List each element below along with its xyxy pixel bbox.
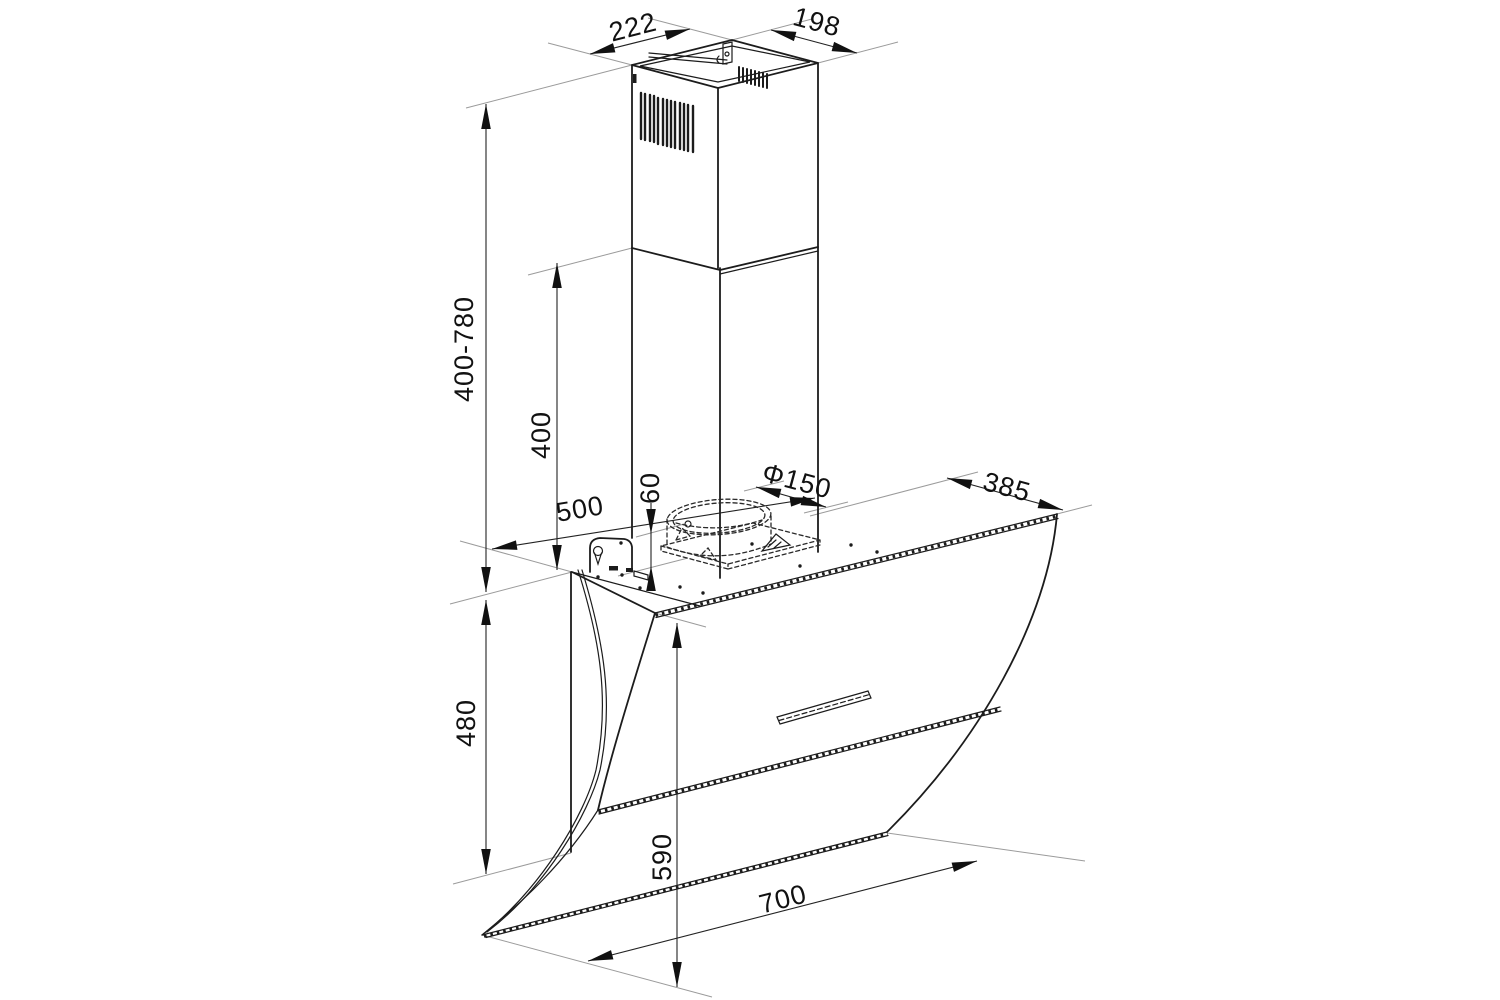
dim-label-body-height: 480	[451, 699, 481, 747]
chimney-inner-vent-slots	[738, 66, 768, 89]
wall-mounting-bracket	[589, 537, 649, 581]
dimension-arrowheads	[481, 29, 1063, 987]
chimney-latch	[633, 74, 637, 83]
chimney-inner-bracket	[648, 41, 733, 65]
chimney-vent-slots	[639, 91, 695, 154]
dim-label-mounting-height-range: 400-780	[449, 296, 479, 402]
glass-bottom-edge	[481, 831, 889, 939]
dim-label-chimney-top-width: 222	[606, 6, 660, 47]
control-panel-strip	[776, 690, 872, 725]
extension-lines	[449, 17, 1093, 998]
dim-label-glass-top-depth: 385	[980, 466, 1034, 507]
dim-label-hood-width: 700	[756, 878, 810, 919]
keyhole-slot	[592, 545, 604, 557]
dim-label-lower-chimney-height: 400	[526, 411, 556, 459]
hood-body	[570, 542, 879, 853]
dim-label-chimney-top-depth: 198	[790, 1, 844, 42]
duct-collar	[658, 498, 821, 570]
dim-label-collar-height: 60	[635, 472, 665, 504]
top-face-screw-holes	[596, 542, 879, 595]
glass-left-silhouette	[481, 569, 604, 936]
collar-gusset	[760, 533, 792, 552]
dim-label-top-total-depth: 500	[554, 490, 606, 528]
glass-front-left-contour	[597, 612, 656, 811]
chimney	[631, 39, 819, 579]
glass-panel	[481, 513, 1059, 939]
dimension-lines	[485, 28, 1064, 987]
glass-right-edge	[886, 513, 1058, 833]
glass-top-edge	[654, 513, 1059, 619]
dimension-labels: 222 198 400-780 400 500 60 Φ150 385 480 …	[449, 1, 1034, 919]
glass-split-line	[597, 706, 1002, 815]
dim-label-front-glass-height: 590	[647, 833, 677, 881]
